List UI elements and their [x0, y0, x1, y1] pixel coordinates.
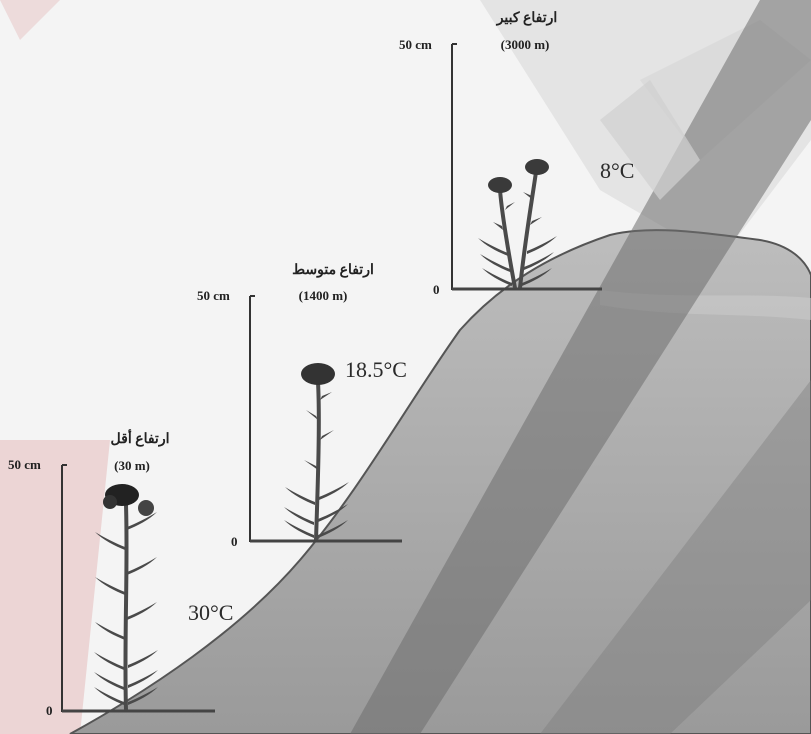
temperature-low: 30°C: [188, 600, 233, 625]
site-low: 50 cm 0 ارتفاع أقل (30 m) 30°C: [8, 428, 233, 718]
site-medium: 50 cm 0 ارتفاع متوسط (1400 m) 18.5°C: [197, 263, 407, 549]
site-name-low: ارتفاع أقل: [111, 428, 170, 447]
scale-zero-label-high: 0: [433, 282, 440, 297]
plant-tall-icon: [94, 484, 158, 711]
site-high: 50 cm 0 ارتفاع كبير (3000 m) 8°C: [399, 10, 634, 297]
site-altitude-medium: (1400 m): [299, 288, 348, 303]
scale-top-label-high: 50 cm: [399, 37, 432, 52]
site-name-medium: ارتفاع متوسط: [292, 263, 374, 278]
scale-top-label-medium: 50 cm: [197, 288, 230, 303]
temperature-high: 8°C: [600, 158, 634, 183]
plant-short-icon: [478, 159, 557, 289]
plant-medium-icon: [284, 363, 349, 541]
scale-zero-label-low: 0: [46, 703, 53, 718]
site-altitude-low: (30 m): [114, 458, 150, 473]
scale-zero-label-medium: 0: [231, 534, 238, 549]
site-name-high: ارتفاع كبير: [496, 10, 558, 26]
temperature-medium: 18.5°C: [345, 357, 407, 382]
site-altitude-high: (3000 m): [501, 37, 550, 52]
shadow-bands: [350, 0, 811, 734]
scale-top-label-low: 50 cm: [8, 457, 41, 472]
